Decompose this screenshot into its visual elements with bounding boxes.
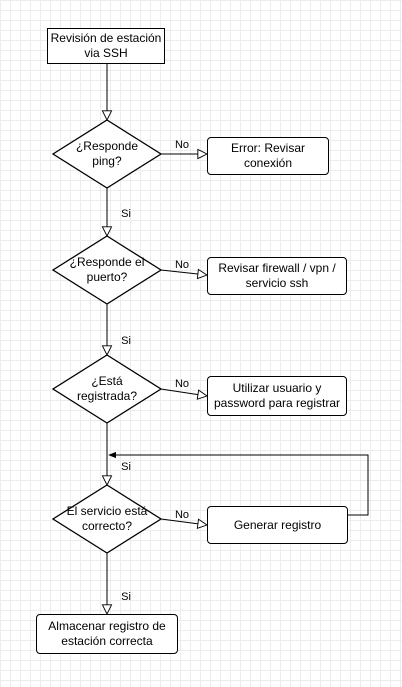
edge-label-si-port: Si [121, 335, 131, 347]
arrow-port-no [160, 270, 207, 275]
error-connection-node: Error: Revisar conexión [207, 137, 329, 175]
arrow-service-no [160, 519, 207, 525]
arrow-registered-no [160, 388, 207, 396]
edge-label-no-service: No [174, 509, 190, 521]
question-registered: ¿Está registrada? [76, 374, 138, 403]
question-ping: ¿Responde ping? [75, 139, 139, 168]
user-password-node: Utilizar usuario y password para registr… [207, 376, 347, 416]
edge-label-no-ping: No [174, 139, 190, 151]
edge-label-si-service: Si [121, 591, 131, 603]
firewall-vpn-node: Revisar firewall / vpn / servicio ssh [207, 257, 347, 295]
start-node: Revisión de estación via SSH [47, 28, 165, 64]
edge-label-si-registered: Si [121, 461, 131, 473]
edge-label-si-ping: Si [121, 208, 131, 220]
generate-record-node: Generar registro [207, 506, 348, 544]
edge-label-no-port: No [174, 259, 190, 271]
question-port: ¿Responde el puerto? [69, 255, 145, 284]
store-record-node: Almacenar registro de estación correcta [36, 614, 178, 654]
question-service: El servicio está correcto? [66, 504, 148, 533]
edge-label-no-registered: No [174, 378, 190, 390]
arrow-loop-back [108, 451, 369, 516]
